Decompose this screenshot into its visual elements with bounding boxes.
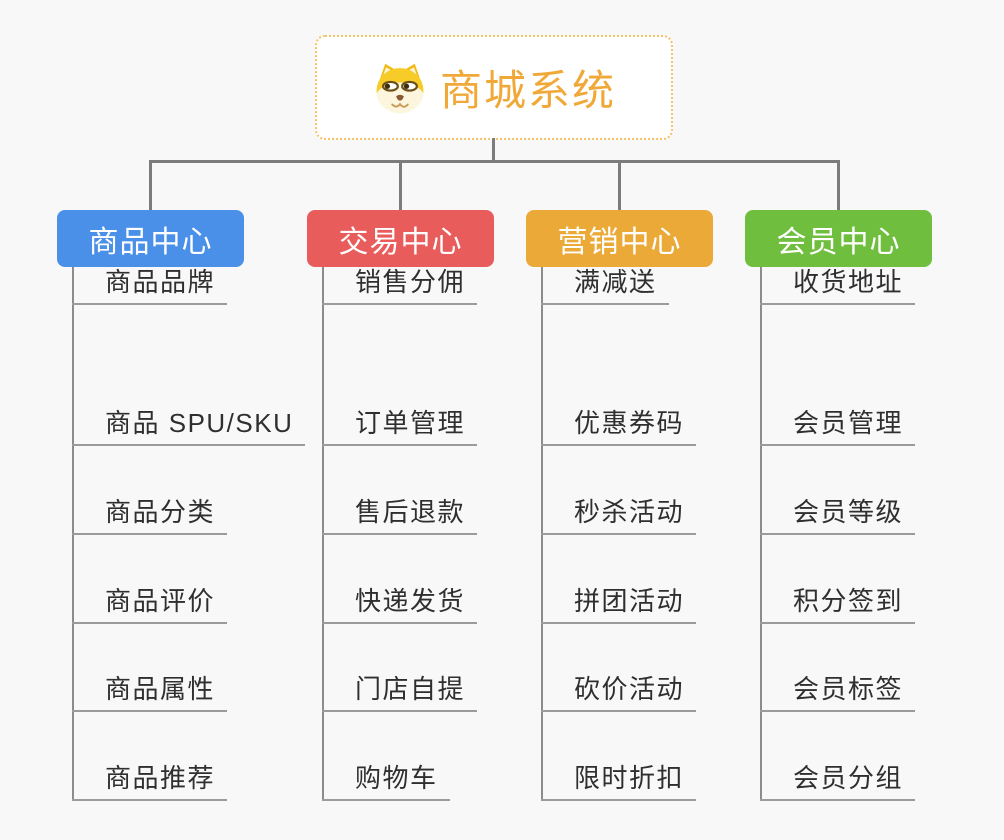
branch-node-marketing-center[interactable]: 营销中心 <box>526 210 713 267</box>
connector-drop-member <box>837 160 840 210</box>
leaf-node[interactable]: 商品 SPU/SKU <box>72 408 306 446</box>
leaf-node[interactable]: 积分签到 <box>760 586 916 624</box>
leaf-node[interactable]: 砍价活动 <box>541 674 697 712</box>
branch-children-marketing: 优惠券码 秒杀活动 拼团活动 砍价活动 限时折扣 满减送 <box>541 267 771 801</box>
leaf-node[interactable]: 会员标签 <box>760 674 916 712</box>
leaf-node[interactable]: 门店自提 <box>322 674 478 712</box>
leaf-node[interactable]: 会员分组 <box>760 763 916 801</box>
leaf-node[interactable]: 秒杀活动 <box>541 497 697 535</box>
leaf-node[interactable]: 优惠券码 <box>541 408 697 446</box>
leaf-node[interactable]: 收货地址 <box>760 267 916 305</box>
leaf-node[interactable]: 会员等级 <box>760 497 916 535</box>
branch-label: 会员中心 <box>776 225 901 259</box>
leaf-node[interactable]: 拼团活动 <box>541 586 697 624</box>
branch-node-product-center[interactable]: 商品中心 <box>57 210 244 267</box>
branch-label: 交易中心 <box>338 225 463 259</box>
leaf-node[interactable]: 订单管理 <box>322 408 478 446</box>
connector-drop-product <box>149 160 152 210</box>
leaf-node[interactable]: 销售分佣 <box>322 267 478 305</box>
branch-node-trade-center[interactable]: 交易中心 <box>307 210 494 267</box>
leaf-node[interactable]: 商品品牌 <box>72 267 228 305</box>
leaf-node[interactable]: 商品推荐 <box>72 763 228 801</box>
connector-root-drop <box>492 138 495 162</box>
shiba-dog-icon <box>376 63 424 113</box>
connector-drop-marketing <box>618 160 621 210</box>
branch-node-member-center[interactable]: 会员中心 <box>745 210 932 267</box>
leaf-node[interactable]: 商品分类 <box>72 497 228 535</box>
leaf-node[interactable]: 会员管理 <box>760 408 916 446</box>
leaf-node[interactable]: 快递发货 <box>322 586 478 624</box>
leaf-node[interactable]: 商品属性 <box>72 674 228 712</box>
branch-children-member: 会员管理 会员等级 积分签到 会员标签 会员分组 收货地址 <box>760 267 990 801</box>
leaf-node[interactable]: 商品评价 <box>72 586 228 624</box>
branch-children-trade: 订单管理 售后退款 快递发货 门店自提 购物车 销售分佣 <box>322 267 552 801</box>
root-title: 商城系统 <box>439 67 616 114</box>
root-node-mall-system[interactable]: 商城系统 <box>315 35 673 140</box>
leaf-node[interactable]: 限时折扣 <box>541 763 697 801</box>
connector-drop-trade <box>399 160 402 210</box>
leaf-node[interactable]: 满减送 <box>541 267 669 305</box>
leaf-node[interactable]: 购物车 <box>322 763 450 801</box>
connector-bus <box>149 160 840 163</box>
leaf-node[interactable]: 售后退款 <box>322 497 478 535</box>
branch-label: 营销中心 <box>557 225 682 259</box>
branch-children-product: 商品 SPU/SKU 商品分类 商品评价 商品属性 商品推荐 商品品牌 <box>72 267 306 801</box>
branch-label: 商品中心 <box>88 225 213 259</box>
